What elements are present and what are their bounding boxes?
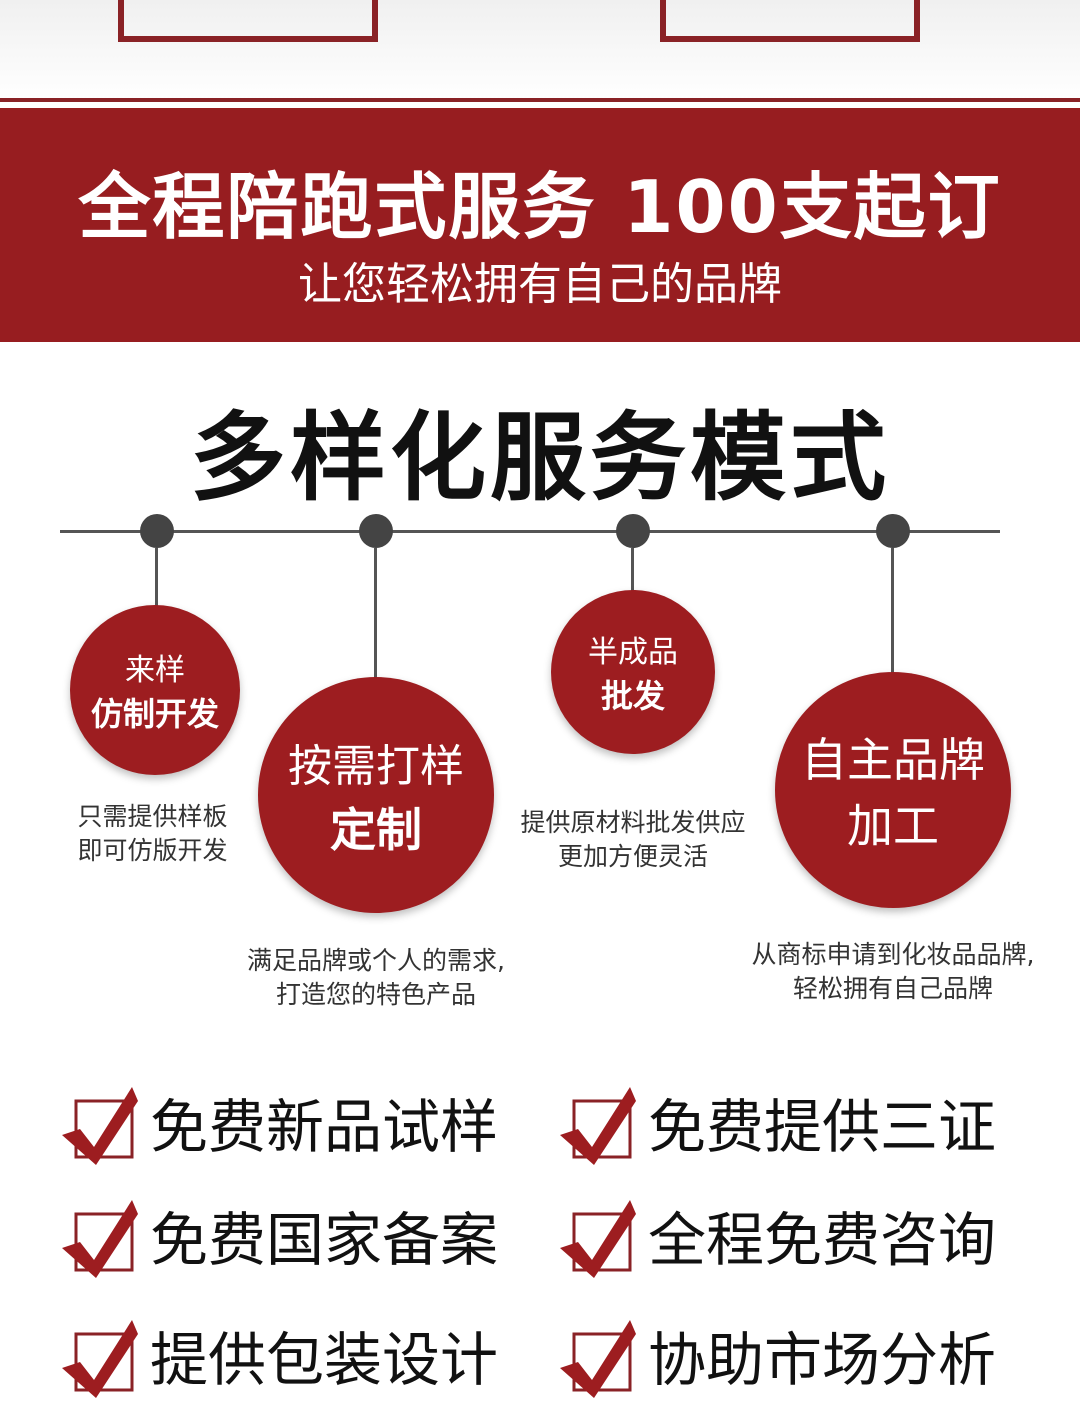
header-banner: 全程陪跑式服务 100支起订 让您轻松拥有自己的品牌 bbox=[0, 108, 1080, 342]
service-description: 从商标申请到化妆品品牌,轻松拥有自己品牌 bbox=[751, 940, 1035, 1003]
checklist-item: 免费新品试样 bbox=[62, 1080, 499, 1165]
service-description: 提供原材料批发供应更加方便灵活 bbox=[520, 808, 746, 871]
top-background bbox=[0, 0, 1080, 100]
service-description: 满足品牌或个人的需求,打造您的特色产品 bbox=[247, 946, 505, 1009]
timeline-dot bbox=[876, 514, 910, 548]
checklist-item: 免费国家备案 bbox=[62, 1193, 499, 1278]
timeline-dot bbox=[616, 514, 650, 548]
service-label: 来样 bbox=[125, 653, 185, 688]
timeline-dot bbox=[140, 514, 174, 548]
checklist-label: 免费新品试样 bbox=[150, 1093, 499, 1161]
checkmark-icon bbox=[560, 1320, 636, 1398]
checklist-label: 免费国家备案 bbox=[150, 1206, 499, 1274]
timeline-dot bbox=[359, 514, 393, 548]
banner-subtitle: 让您轻松拥有自己的品牌 bbox=[298, 259, 782, 310]
checklist-item: 免费提供三证 bbox=[560, 1080, 997, 1165]
decorative-hexagon bbox=[118, 0, 378, 42]
service-label: 仿制开发 bbox=[90, 695, 219, 733]
checklist-label: 协助市场分析 bbox=[648, 1326, 997, 1394]
connector bbox=[155, 548, 158, 608]
timeline-line bbox=[60, 530, 1000, 533]
service-description: 只需提供样板即可仿版开发 bbox=[77, 802, 228, 865]
service-label: 加工 bbox=[847, 799, 939, 853]
checkmark-icon bbox=[62, 1087, 138, 1165]
divider bbox=[0, 98, 1080, 102]
service-label: 按需打样 bbox=[288, 741, 464, 792]
service-label: 半成品 bbox=[588, 635, 678, 670]
checkmark-icon bbox=[560, 1200, 636, 1278]
decorative-hexagon bbox=[660, 0, 920, 42]
checklist-label: 全程免费咨询 bbox=[648, 1206, 997, 1274]
checklist-label: 提供包装设计 bbox=[150, 1326, 499, 1394]
service-label: 自主品牌 bbox=[801, 733, 985, 787]
connector bbox=[374, 548, 377, 678]
checklist-item: 协助市场分析 bbox=[560, 1313, 997, 1398]
service-label: 定制 bbox=[330, 803, 422, 857]
checkmark-icon bbox=[62, 1320, 138, 1398]
section-heading: 多样化服务模式 bbox=[190, 402, 890, 514]
service-circle-custom: 按需打样 定制 bbox=[258, 677, 494, 913]
service-circle-wholesale: 半成品 批发 bbox=[551, 590, 715, 754]
service-label: 批发 bbox=[600, 677, 665, 715]
service-circle-sample-copy: 来样 仿制开发 bbox=[70, 605, 240, 775]
checklist-label: 免费提供三证 bbox=[648, 1093, 997, 1161]
connector bbox=[631, 548, 634, 593]
checklist-item: 全程免费咨询 bbox=[560, 1193, 997, 1278]
checkmark-icon bbox=[62, 1200, 138, 1278]
checkmark-icon bbox=[560, 1087, 636, 1165]
service-circle-own-brand: 自主品牌 加工 bbox=[775, 672, 1011, 908]
connector bbox=[891, 548, 894, 673]
banner-title: 全程陪跑式服务 100支起订 bbox=[78, 165, 1002, 249]
checklist-item: 提供包装设计 bbox=[62, 1313, 499, 1398]
